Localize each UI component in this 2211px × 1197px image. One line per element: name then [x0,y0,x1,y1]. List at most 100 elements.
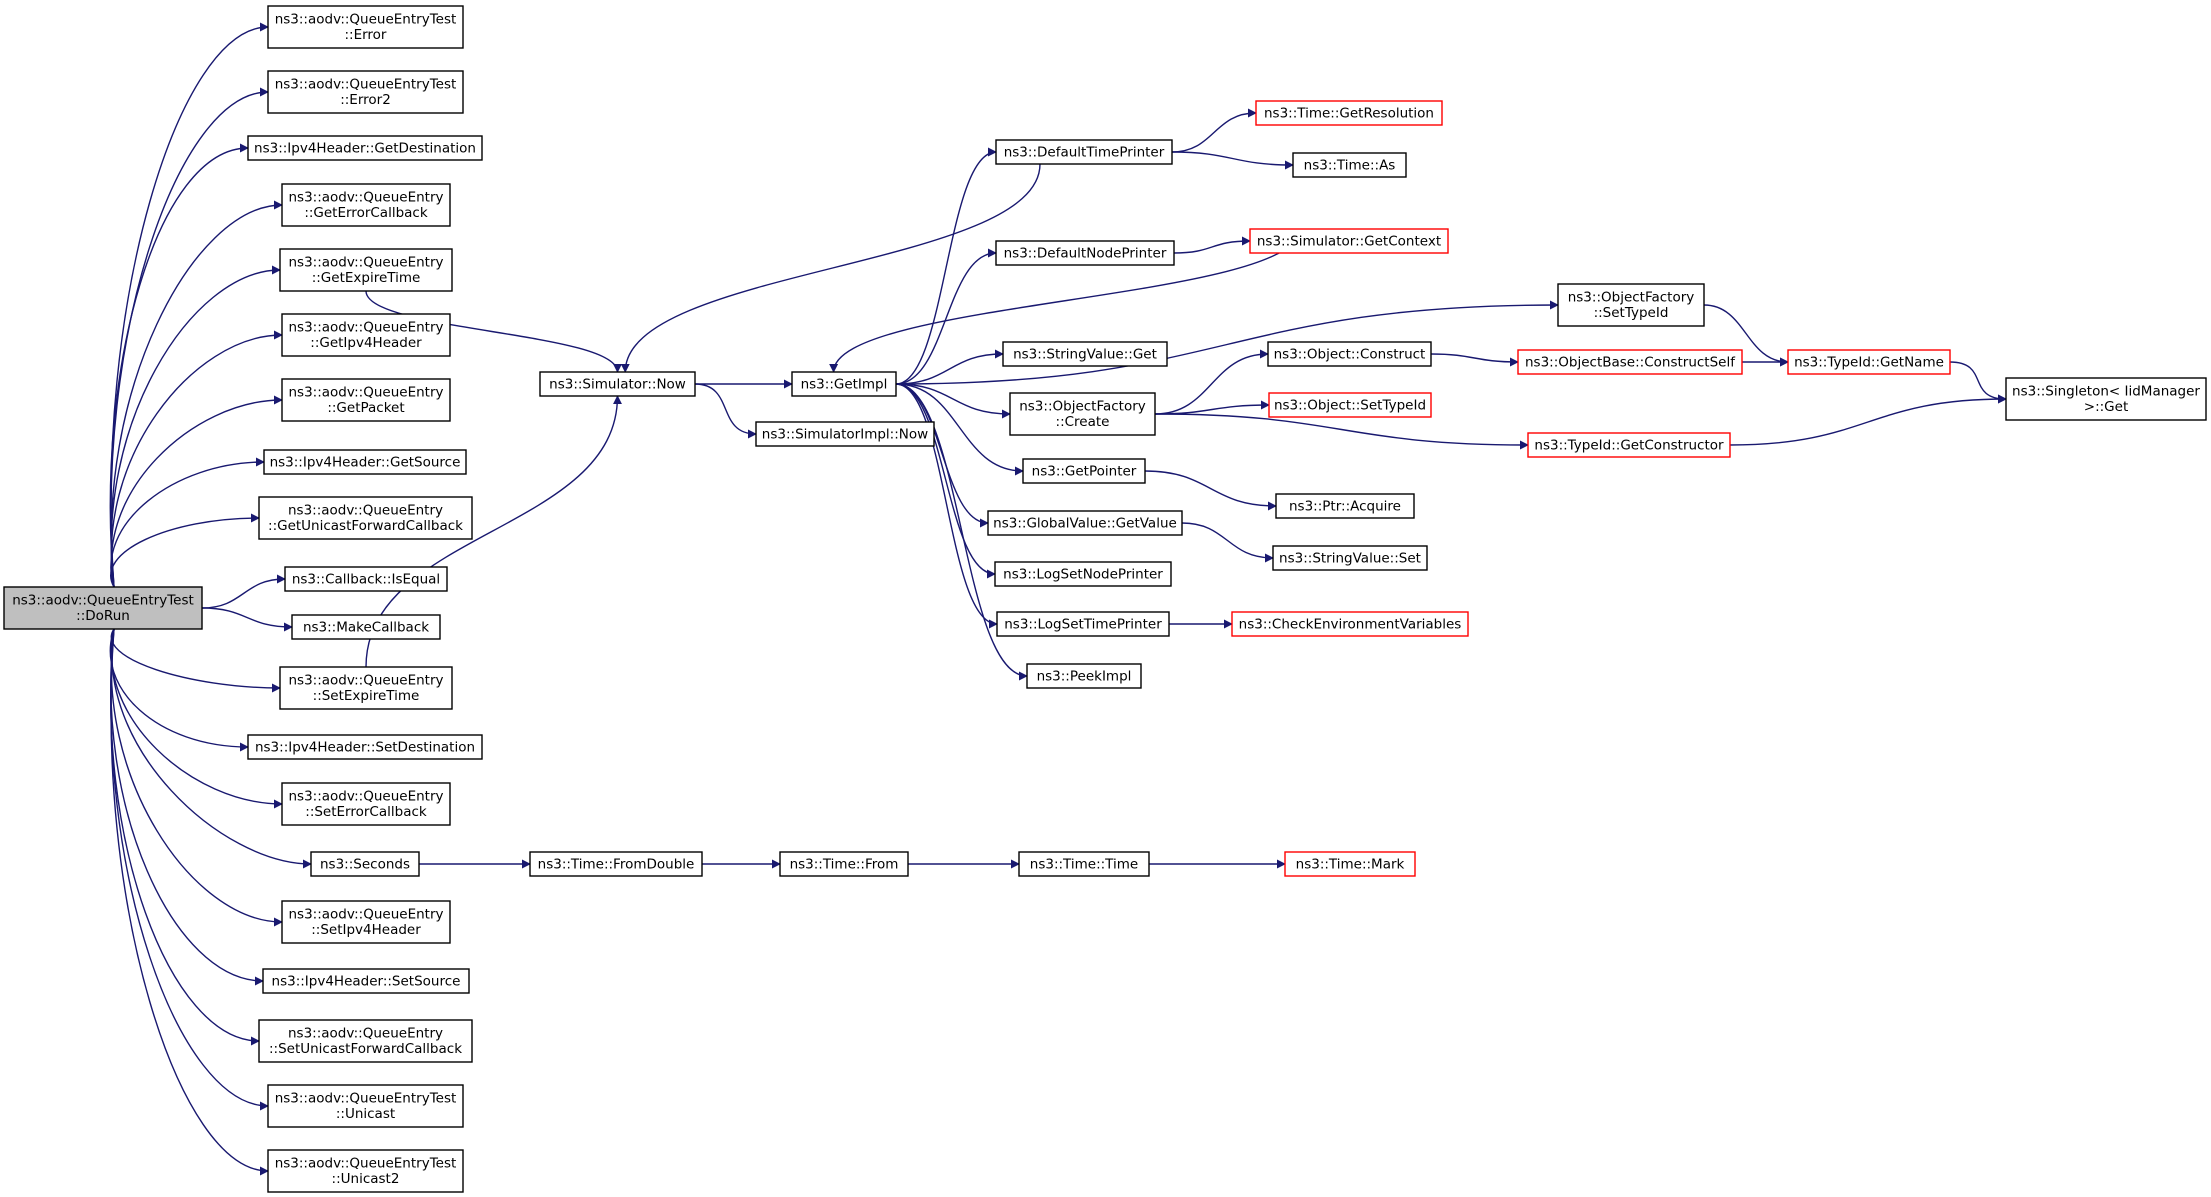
node-peekimpl[interactable]: ns3::PeekImpl [1026,663,1142,689]
node-simimplnow[interactable]: ns3::SimulatorImpl::Now [755,421,935,447]
node-objbaseconstruct[interactable]: ns3::ObjectBase::ConstructSelf [1517,349,1743,375]
node-getdest[interactable]: ns3::Ipv4Header::GetDestination [247,135,483,161]
node-box [247,734,483,760]
node-label: ns3::GlobalValue::GetValue [993,515,1177,531]
node-seterrcb[interactable]: ns3::aodv::QueueEntry::SetErrorCallback [281,782,451,826]
edge-getimpl-to-peekimpl [895,383,1028,681]
node-label: ::Unicast [336,1106,395,1122]
node-label: ns3::aodv::QueueEntryTest [12,593,194,609]
node-label: ns3::Ipv4Header::SetSource [272,973,461,989]
node-unicast2[interactable]: ns3::aodv::QueueEntryTest::Unicast2 [267,1149,464,1193]
edge-dorun-to-setipv4 [110,628,283,927]
node-seconds[interactable]: ns3::Seconds [310,851,420,877]
nodes: ns3::aodv::QueueEntryTest::DoRunns3::aod… [3,5,2207,1193]
edge-getimpl-to-getpointer [895,383,1024,476]
node-label: ns3::Object::Construct [1274,346,1426,362]
node-setsource[interactable]: ns3::Ipv4Header::SetSource [262,968,470,994]
edge-ofcreate-to-objsettypeid [1154,400,1270,415]
node-defnodeprinter[interactable]: ns3::DefaultNodePrinter [995,240,1175,266]
node-timemark[interactable]: ns3::Time::Mark [1284,851,1416,877]
node-label: ns3::aodv::QueueEntry [289,320,444,336]
node-getipv4[interactable]: ns3::aodv::QueueEntry::GetIpv4Header [281,313,451,357]
node-box [755,421,935,447]
node-simgetctx[interactable]: ns3::Simulator::GetContext [1249,228,1449,254]
node-label: ns3::Simulator::Now [549,376,686,392]
node-label: ::GetIpv4Header [310,335,422,351]
node-label: ns3::Time::Time [1030,856,1138,872]
node-deftimeprinter[interactable]: ns3::DefaultTimePrinter [995,139,1173,165]
node-geterrcb[interactable]: ns3::aodv::QueueEntry::GetErrorCallback [281,183,451,227]
node-label: ::SetExpireTime [313,688,420,704]
node-setipv4[interactable]: ns3::aodv::QueueEntry::SetIpv4Header [281,900,451,944]
node-label: ns3::aodv::QueueEntry [289,255,444,271]
node-box [995,240,1175,266]
node-strvalget[interactable]: ns3::StringValue::Get [1002,341,1168,367]
node-objconstruct[interactable]: ns3::Object::Construct [1267,341,1432,367]
node-box [291,614,441,640]
node-label: ns3::Ipv4Header::GetSource [270,454,461,470]
node-box [529,851,703,877]
node-simnow[interactable]: ns3::Simulator::Now [539,371,696,397]
node-checkenv[interactable]: ns3::CheckEnvironmentVariables [1231,611,1469,637]
node-setucb[interactable]: ns3::aodv::QueueEntry::SetUnicastForward… [258,1019,473,1063]
node-dorun[interactable]: ns3::aodv::QueueEntryTest::DoRun [3,586,203,630]
node-ofsettypeid[interactable]: ns3::ObjectFactory::SetTypeId [1557,283,1705,327]
node-timeas[interactable]: ns3::Time::As [1292,152,1407,178]
node-fromdouble[interactable]: ns3::Time::FromDouble [529,851,703,877]
node-setdest[interactable]: ns3::Ipv4Header::SetDestination [247,734,483,760]
node-box [987,510,1183,536]
edge-getexpire-to-simnow [365,290,622,373]
node-typeidgetname[interactable]: ns3::TypeId::GetName [1787,349,1951,375]
node-timefrom[interactable]: ns3::Time::From [779,851,909,877]
node-label: ::Create [1056,414,1110,430]
node-gvgetvalue[interactable]: ns3::GlobalValue::GetValue [987,510,1183,536]
node-timetime[interactable]: ns3::Time::Time [1018,851,1150,877]
edge-dorun-to-error2 [110,87,269,588]
edge-dorun-to-setucb [110,628,260,1046]
edge-ofsettypeid-to-typeidgetname [1703,304,1789,367]
node-getucb[interactable]: ns3::aodv::QueueEntry::GetUnicastForward… [258,496,473,540]
node-singleton[interactable]: ns3::Singleton< IidManager>::Get [2005,377,2207,421]
node-label: >::Get [2084,399,2128,415]
node-box [996,611,1170,637]
node-ptracquire[interactable]: ns3::Ptr::Acquire [1275,493,1415,519]
edge-deftimeprinter-to-simnow [620,163,1041,373]
node-error[interactable]: ns3::aodv::QueueEntryTest::Error [267,5,464,49]
node-objsettypeid[interactable]: ns3::Object::SetTypeId [1268,392,1432,418]
node-unicast[interactable]: ns3::aodv::QueueEntryTest::Unicast [267,1084,464,1128]
edges [109,22,2007,1176]
node-logsettime[interactable]: ns3::LogSetTimePrinter [996,611,1170,637]
node-box [1292,152,1407,178]
node-label: ns3::aodv::QueueEntry [289,190,444,206]
node-strvalset[interactable]: ns3::StringValue::Set [1272,545,1428,571]
node-isequal[interactable]: ns3::Callback::IsEqual [284,566,448,592]
node-typeidgetctor[interactable]: ns3::TypeId::GetConstructor [1527,432,1731,458]
edge-dorun-to-getpacket [110,395,283,588]
node-getpointer[interactable]: ns3::GetPointer [1022,458,1146,484]
node-error2[interactable]: ns3::aodv::QueueEntryTest::Error2 [267,70,464,114]
node-label: ::Error2 [340,92,391,108]
node-makecb[interactable]: ns3::MakeCallback [291,614,441,640]
node-label: ::SetTypeId [1594,305,1669,321]
node-label: ns3::aodv::QueueEntry [289,673,444,689]
node-label: ns3::aodv::QueueEntryTest [275,1091,457,1107]
node-setexpire[interactable]: ns3::aodv::QueueEntry::SetExpireTime [279,666,453,710]
node-box [281,900,451,944]
node-label: ns3::aodv::QueueEntryTest [275,1156,457,1172]
edge-dorun-to-seconds [111,628,312,869]
node-getexpire[interactable]: ns3::aodv::QueueEntry::GetExpireTime [279,248,453,292]
node-box [1231,611,1469,637]
node-label: ns3::DefaultNodePrinter [1004,245,1167,261]
node-label: ns3::Seconds [320,856,410,872]
node-logsetnode[interactable]: ns3::LogSetNodePrinter [994,561,1172,587]
edge-getimpl-to-defnodeprinter [895,248,997,385]
node-getres[interactable]: ns3::Time::GetResolution [1255,100,1443,126]
node-ofcreate[interactable]: ns3::ObjectFactory::Create [1009,392,1156,436]
node-getimpl[interactable]: ns3::GetImpl [791,371,897,397]
node-label: ns3::Singleton< IidManager [2012,384,2200,400]
node-label: ns3::ObjectFactory [1568,290,1695,306]
node-label: ns3::DefaultTimePrinter [1004,144,1165,160]
node-getpacket[interactable]: ns3::aodv::QueueEntry::GetPacket [281,378,451,422]
node-box [1267,341,1432,367]
node-getsource[interactable]: ns3::Ipv4Header::GetSource [263,449,467,475]
